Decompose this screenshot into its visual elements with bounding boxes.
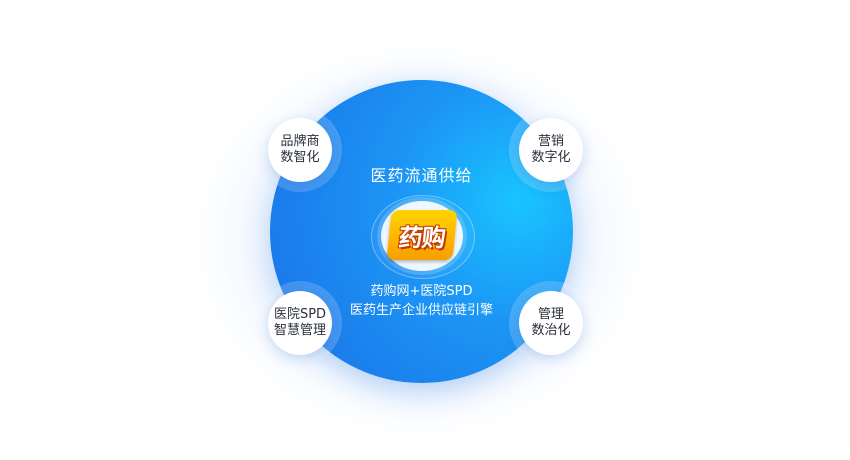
circle-title: 医药流通供给 bbox=[370, 166, 473, 185]
satellite-marketing-digitalization: 营销 数字化 bbox=[519, 118, 583, 182]
satellite-label: 管理 bbox=[537, 307, 564, 322]
satellite-label: 智慧管理 bbox=[273, 323, 326, 338]
satellite-label: 医院SPD bbox=[273, 307, 327, 322]
satellite-hospital-spd: 医院SPD 智慧管理 bbox=[268, 291, 332, 355]
satellite-label: 营销 bbox=[537, 134, 564, 149]
satellite-label: 数字化 bbox=[531, 150, 571, 165]
hub-description-line2: 医药生产企业供应链引擎 bbox=[349, 303, 493, 318]
yaogou-logo: 药购 bbox=[386, 210, 458, 260]
hub-description-line1: 药购网+医院SPD bbox=[370, 284, 473, 299]
satellite-label: 数治化 bbox=[531, 323, 571, 338]
satellite-management-governance: 管理 数治化 bbox=[519, 291, 583, 355]
satellite-label: 数智化 bbox=[280, 150, 320, 165]
satellite-label: 品牌商 bbox=[280, 134, 320, 149]
hub-description: 药购网+医院SPD 医药生产企业供应链引擎 bbox=[315, 282, 528, 320]
logo-text: 药购 bbox=[397, 223, 447, 252]
satellite-brand-digitalization: 品牌商 数智化 bbox=[268, 118, 332, 182]
